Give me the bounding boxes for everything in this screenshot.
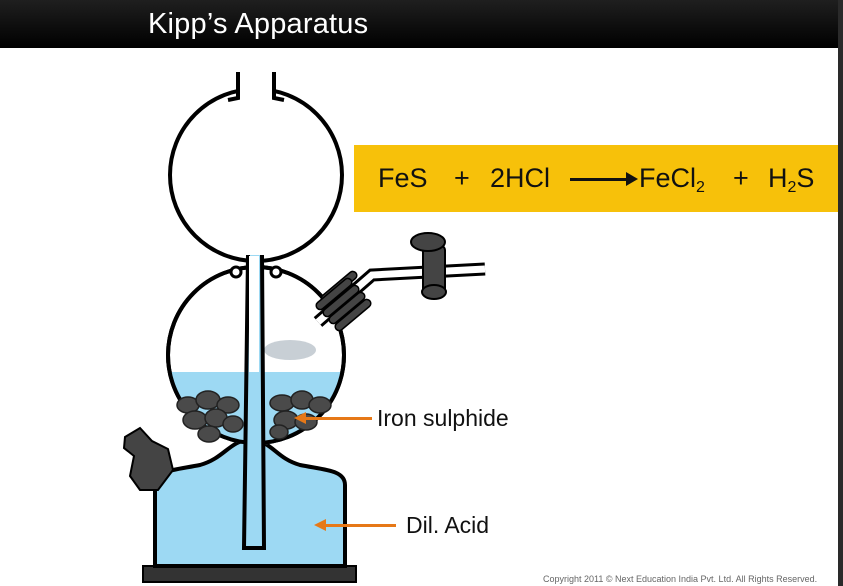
plus-sign-1: + (454, 163, 470, 193)
neck-collar-left (229, 265, 243, 279)
neck-collar-right (269, 265, 283, 279)
rubber-connector (315, 270, 372, 332)
plus-sign-2: + (733, 163, 749, 193)
funnel-mouth-left (227, 72, 240, 102)
reactant-hcl: 2HCl (490, 163, 551, 193)
reaction-arrow-head (626, 172, 638, 186)
gas-bubble (264, 340, 316, 360)
product-h2s: H2S (768, 163, 815, 196)
dil-acid-pointer-head (314, 519, 326, 531)
page-title: Kipp’s Apparatus (148, 8, 369, 40)
stopcock (410, 232, 447, 300)
top-funnel-bulb (168, 87, 344, 263)
dil-acid-pointer-line (324, 524, 396, 527)
reaction-equation: FeS + 2HCl FeCl2 + H2S (354, 145, 838, 212)
base-plate (142, 565, 357, 583)
label-dil-acid: Dil. Acid (406, 512, 490, 538)
label-iron-sulphide: Iron sulphide (377, 405, 509, 431)
outlet-nozzle (122, 426, 175, 491)
iron-sulphide-pointer-head (294, 412, 306, 424)
product-fecl2: FeCl2 (639, 163, 705, 196)
reaction-arrow-line (570, 178, 630, 181)
reactant-fes: FeS (378, 163, 428, 193)
funnel-mouth-right (272, 72, 285, 102)
iron-sulphide-stones (176, 390, 332, 443)
window-edge (838, 0, 843, 586)
iron-sulphide-pointer-line (304, 417, 372, 420)
title-bar: Kipp’s Apparatus (0, 0, 838, 48)
copyright-notice: Copyright 2011 © Next Education India Pv… (543, 574, 818, 584)
funnel-mouth-gap (240, 60, 272, 100)
